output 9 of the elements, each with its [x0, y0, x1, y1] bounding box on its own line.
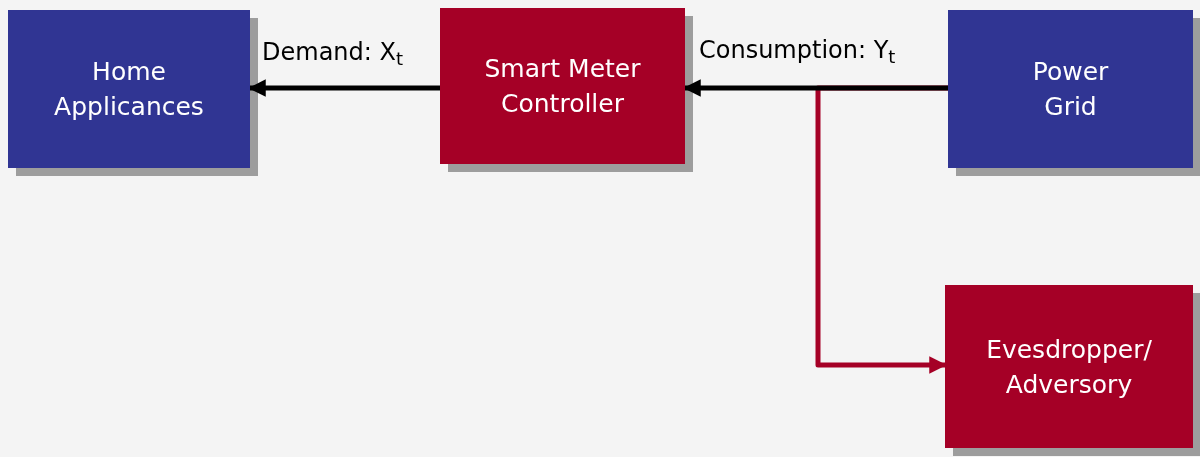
process-box [440, 8, 685, 164]
process-box [948, 10, 1193, 168]
box-label: Power Grid [1031, 56, 1110, 123]
box-label: Evesdropper/ Adversory [985, 333, 1153, 401]
box-label: Smart Meter Controller [483, 53, 642, 120]
process-box [8, 10, 250, 168]
box-label: Home Applicances [53, 56, 205, 123]
process-box [945, 285, 1193, 448]
edge-label: Consumption: Y$_{t}$ [697, 38, 898, 62]
